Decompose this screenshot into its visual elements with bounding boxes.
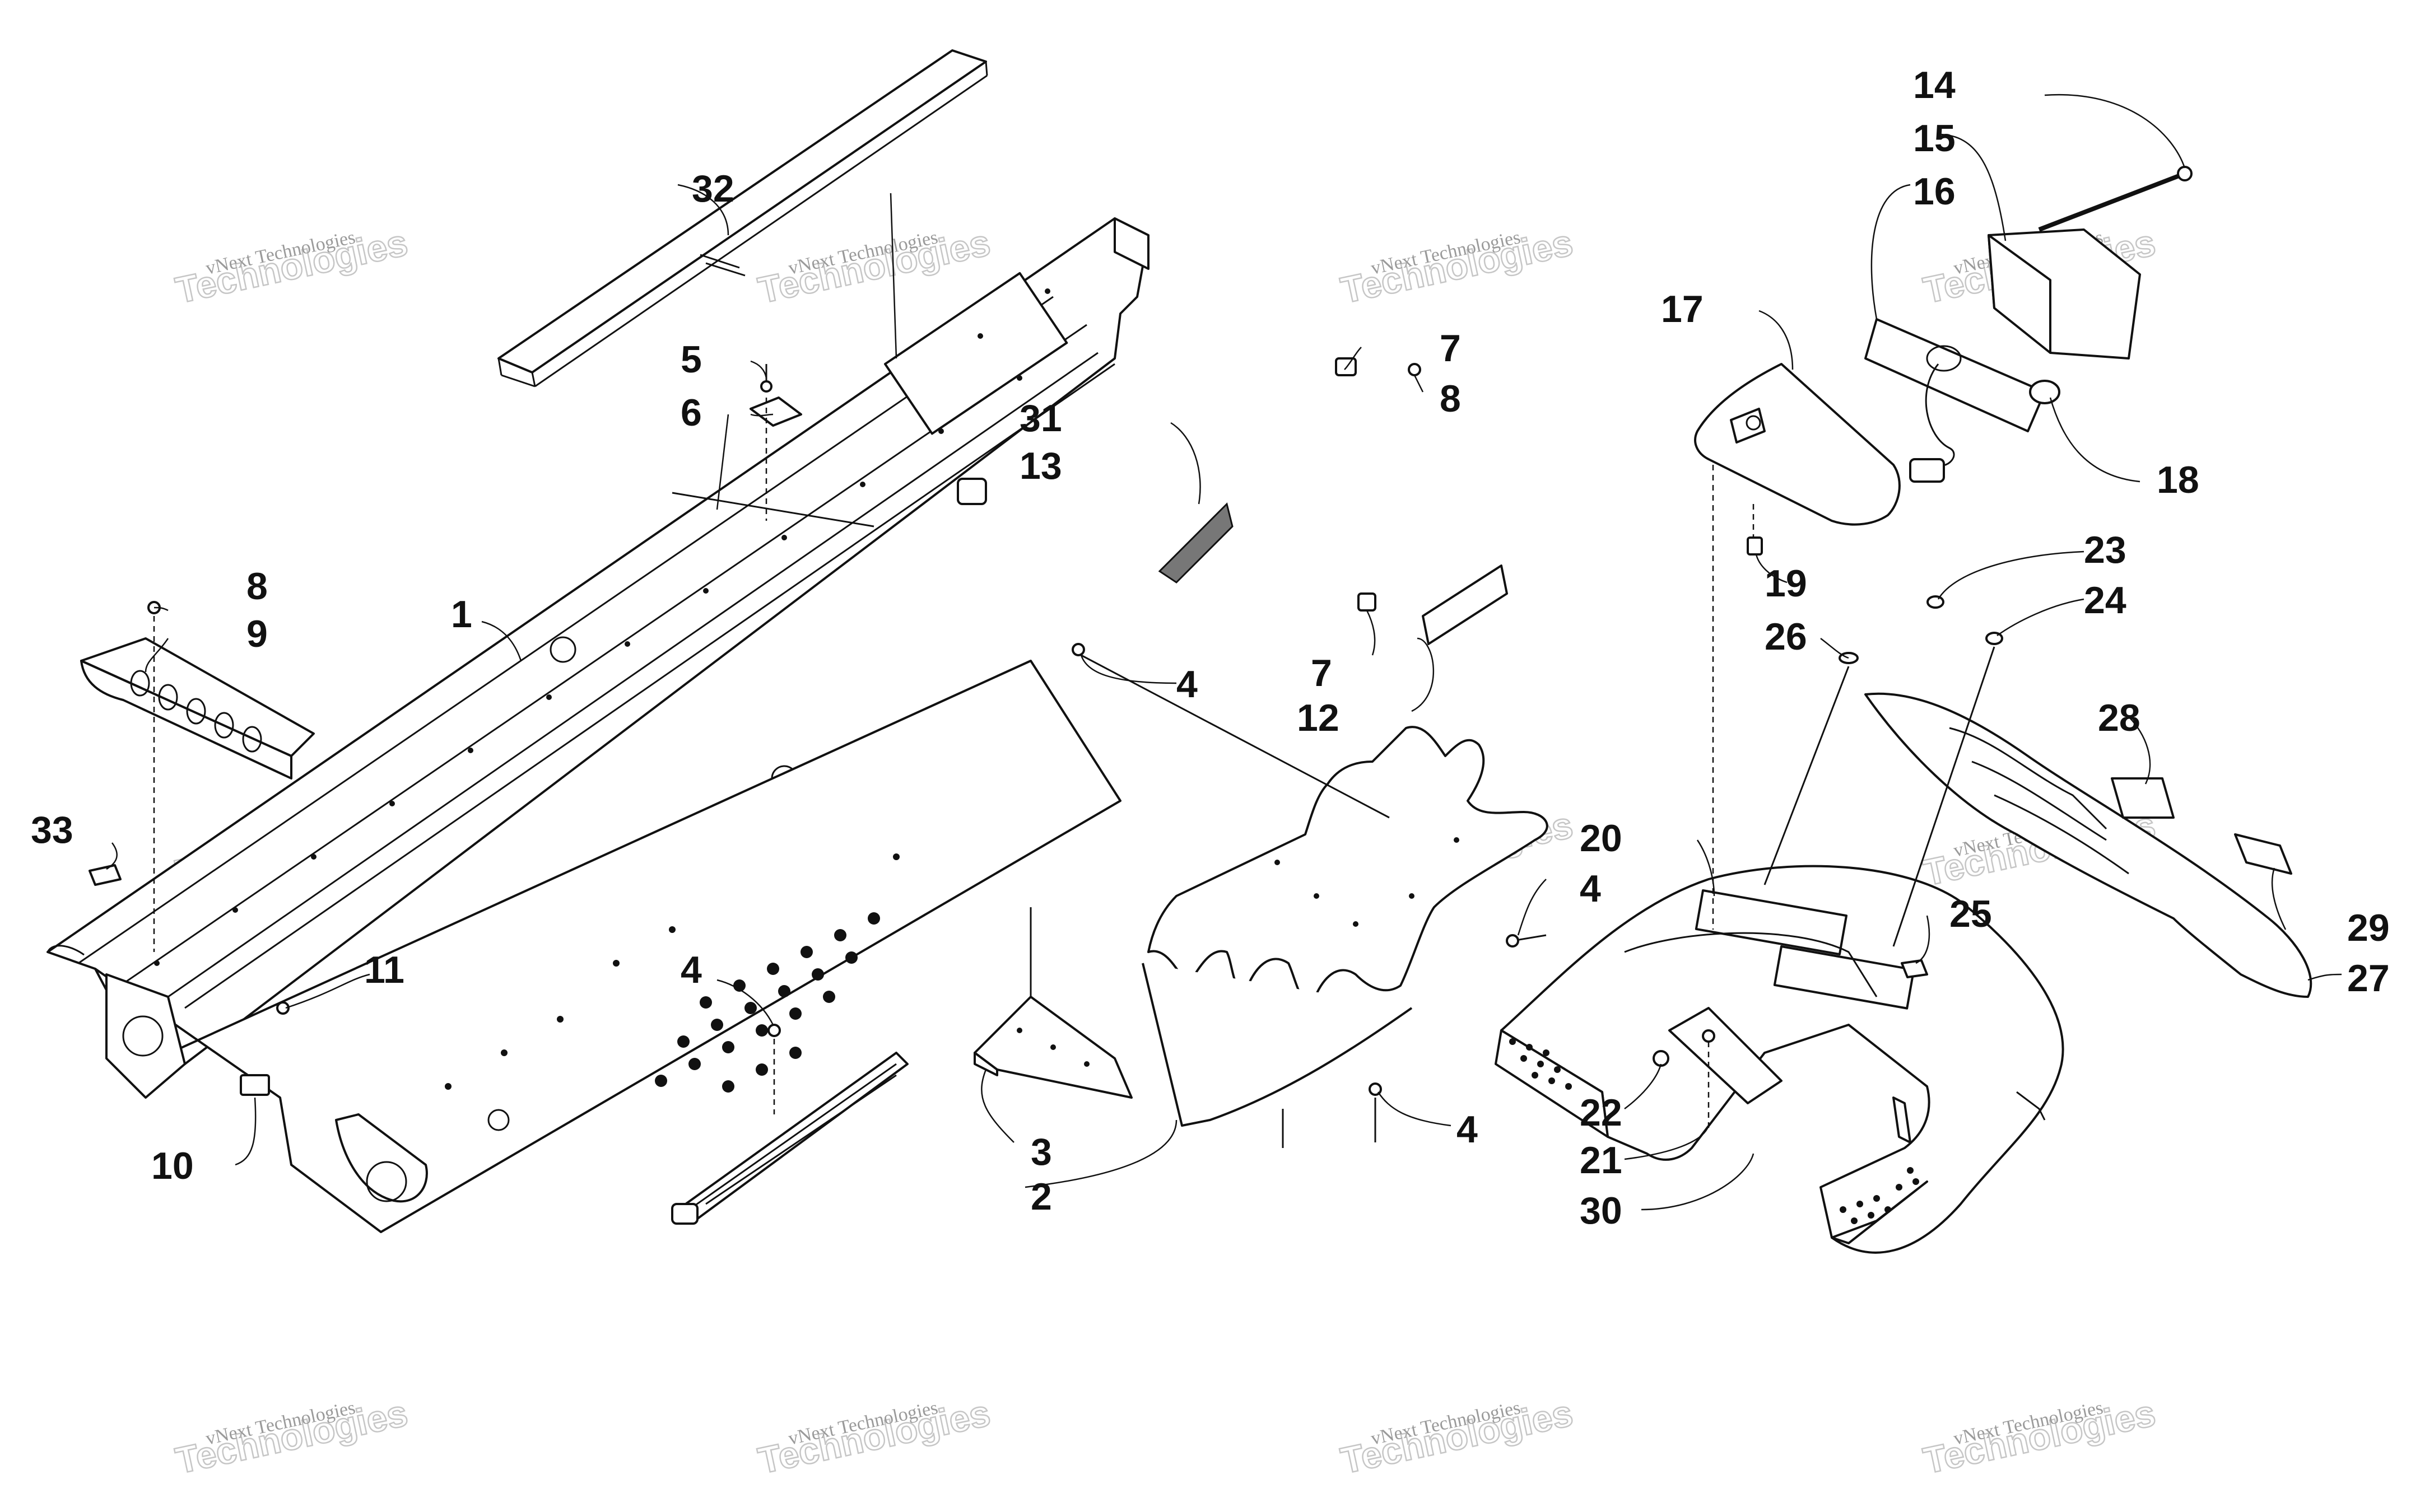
leader-lines <box>106 94 2342 1211</box>
part-29-decal <box>2234 833 2292 875</box>
callout-4: 4 <box>1580 867 1601 910</box>
callout-10: 10 <box>151 1145 194 1187</box>
part-19-clip <box>1747 536 1763 556</box>
tunnel-rivets <box>154 288 1050 966</box>
right-fasteners <box>1653 595 2003 1067</box>
callout-14: 14 <box>1913 64 1956 106</box>
part-9-guard <box>80 637 315 780</box>
part-17-taillight-housing <box>1694 363 1901 526</box>
callout-15: 15 <box>1913 117 1956 160</box>
callout-labels: 1 2 3 4 4 4 4 5 6 7 7 8 8 9 10 11 12 13 … <box>31 64 2390 1232</box>
part-28-decal <box>2111 777 2175 819</box>
callout-23: 23 <box>2084 529 2126 571</box>
part-13-block <box>957 478 987 505</box>
part-32-seat-strap <box>497 49 988 388</box>
part-27-snowflap <box>1864 692 2312 998</box>
part-33-tag <box>89 864 122 886</box>
tunnel-side-panel-left <box>94 660 1121 1233</box>
callout-7: 7 <box>1311 652 1332 694</box>
part-16-gasket <box>1864 318 2046 483</box>
callout-5: 5 <box>681 338 702 381</box>
callout-28: 28 <box>2098 697 2140 739</box>
part-18-bulb <box>2029 380 2060 404</box>
part-3-bracket <box>974 907 1133 1099</box>
callout-17: 17 <box>1661 288 1704 330</box>
callout-4: 4 <box>681 949 702 991</box>
callout-8: 8 <box>1440 377 1461 420</box>
callout-30: 30 <box>1580 1189 1622 1232</box>
callout-8: 8 <box>246 565 268 608</box>
callout-11: 11 <box>364 949 404 991</box>
part-6-plate <box>750 396 802 427</box>
wear-strip <box>671 1052 909 1225</box>
callout-1: 1 <box>451 593 472 636</box>
callout-20: 20 <box>1580 817 1622 860</box>
callout-2: 2 <box>1031 1175 1052 1218</box>
part-1-tunnel <box>46 217 1150 1065</box>
callout-12: 12 <box>1297 697 1339 739</box>
callout-16: 16 <box>1913 170 1956 213</box>
part-31-decal <box>1158 502 1234 584</box>
part-14-screw <box>2038 166 2193 232</box>
part-2-flap <box>1142 726 1548 1127</box>
callout-33: 33 <box>31 809 73 851</box>
callout-22: 22 <box>1580 1091 1622 1134</box>
bumper-tread-holes <box>1509 1038 1919 1224</box>
callout-9: 9 <box>246 613 268 655</box>
callout-19: 19 <box>1765 562 1807 605</box>
callout-13: 13 <box>1020 445 1062 487</box>
callout-27: 27 <box>2347 957 2390 1000</box>
callout-31: 31 <box>1020 397 1062 440</box>
callout-32: 32 <box>692 167 734 210</box>
alignment-lines <box>153 398 1995 1148</box>
side-panel-holes <box>445 853 900 1093</box>
callout-6: 6 <box>681 391 702 434</box>
callout-7: 7 <box>1440 327 1461 370</box>
part-15-lens <box>1988 228 2141 360</box>
callout-24: 24 <box>2084 579 2126 622</box>
part-30-pad <box>1668 1007 1783 1104</box>
callout-25: 25 <box>1949 893 1992 935</box>
callout-26: 26 <box>1765 615 1807 658</box>
callout-29: 29 <box>2347 907 2390 949</box>
part-12-decal-strip <box>1422 564 1508 645</box>
callout-21: 21 <box>1580 1139 1622 1182</box>
callout-18: 18 <box>2157 459 2199 501</box>
callout-4: 4 <box>1456 1108 1478 1151</box>
callout-4: 4 <box>1176 663 1198 706</box>
callout-3: 3 <box>1031 1131 1052 1173</box>
